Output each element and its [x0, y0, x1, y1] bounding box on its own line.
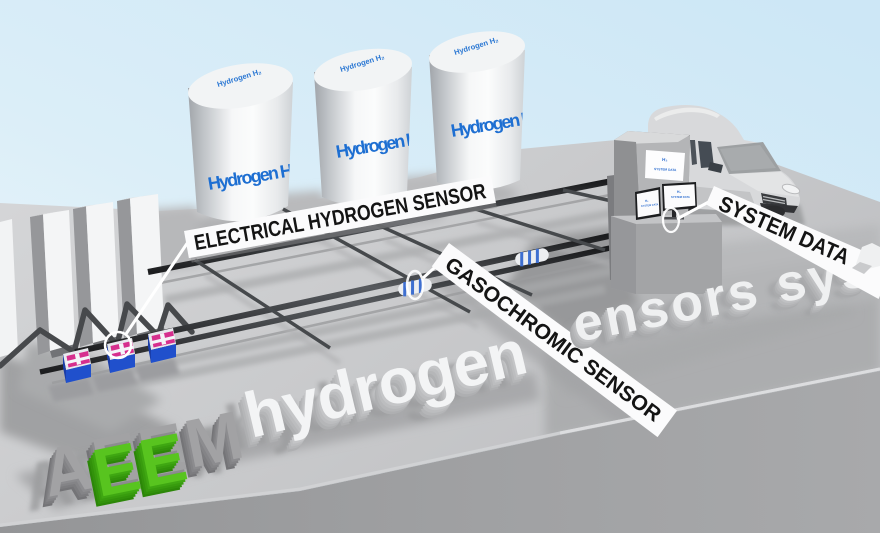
svg-text:EE: EE [85, 421, 193, 514]
svg-text:EE: EE [83, 424, 191, 517]
svg-text:H₂: H₂ [645, 199, 650, 203]
svg-text:EE: EE [87, 418, 195, 511]
svg-text:SYSTEM DATA: SYSTEM DATA [671, 195, 690, 199]
svg-text:SYSTEM DATA: SYSTEM DATA [641, 203, 659, 208]
svg-text:SYSTEM DATA: SYSTEM DATA [654, 167, 677, 172]
svg-text:EE: EE [82, 426, 190, 519]
svg-text:H₂: H₂ [662, 157, 668, 162]
svg-text:EE: EE [80, 429, 188, 522]
svg-text:H₂: H₂ [677, 190, 681, 194]
